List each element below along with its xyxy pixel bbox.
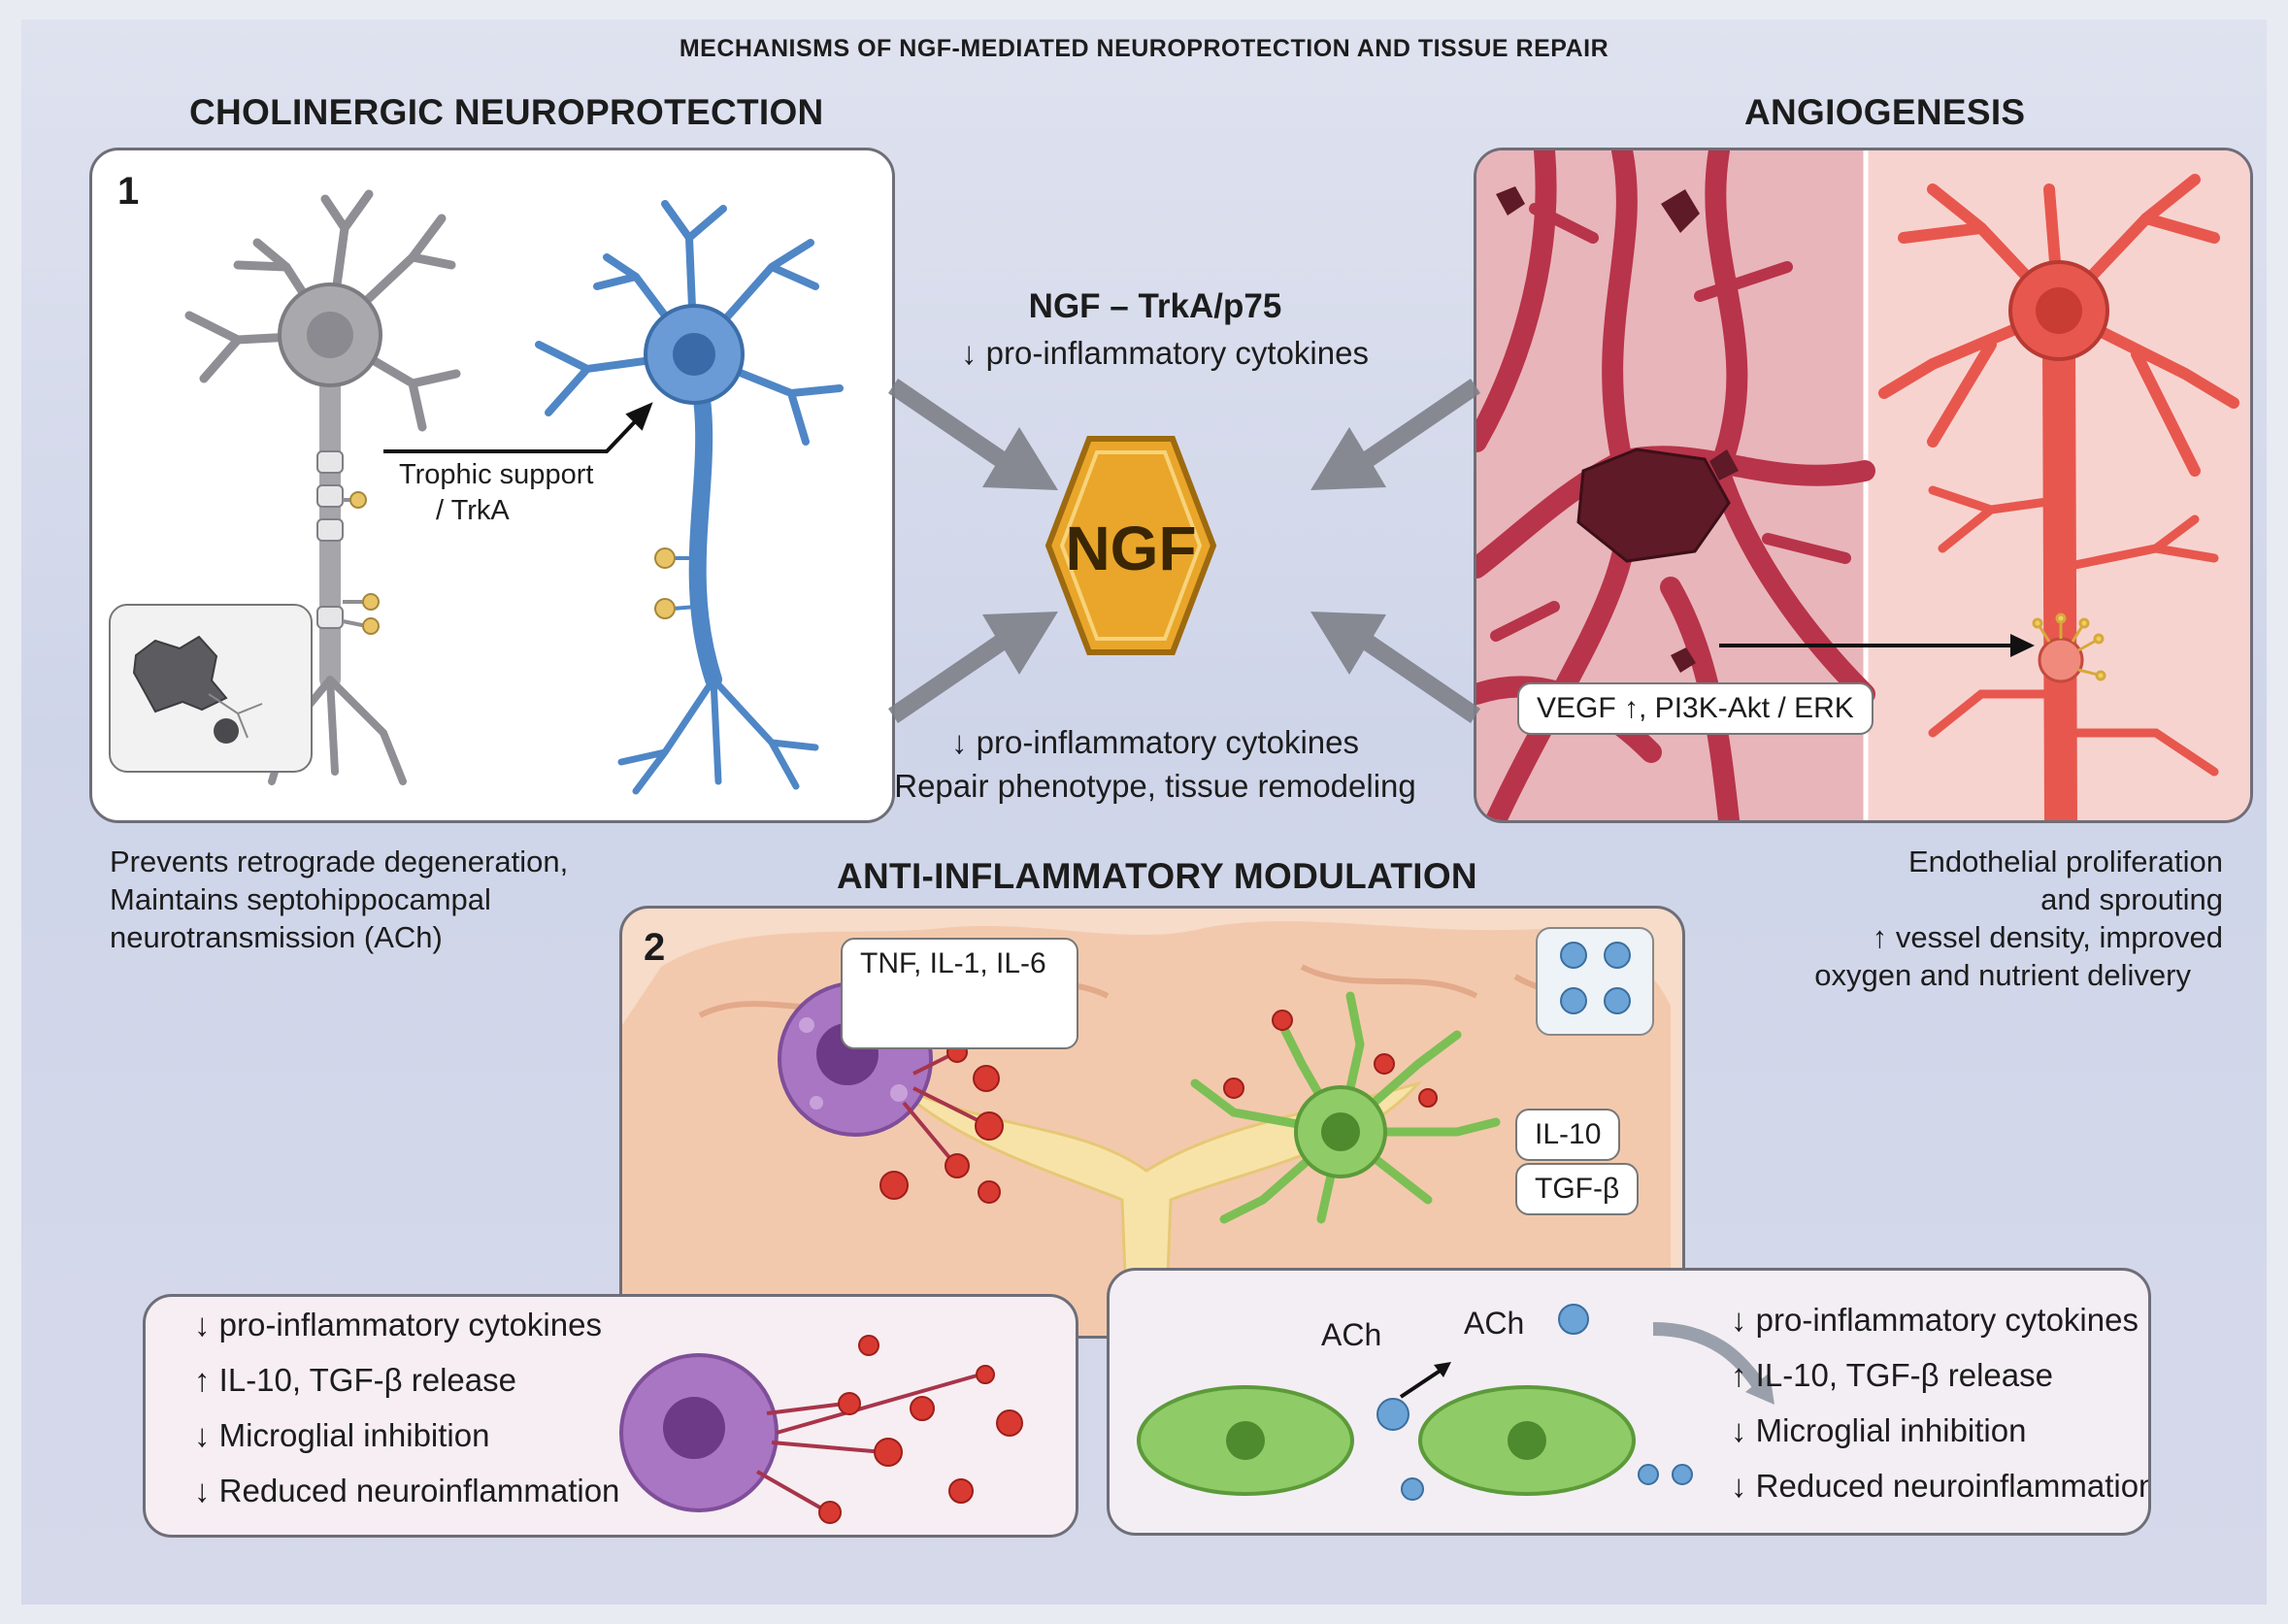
tip-cell-filopodia <box>2032 613 2106 681</box>
ach-label-2: ACh <box>1464 1306 1525 1341</box>
panel1-number: 1 <box>117 170 140 213</box>
page-title: MECHANISMS OF NGF-MEDIATED NEUROPROTECTI… <box>679 35 1609 62</box>
panel1-caption-3: neurotransmission (ACh) <box>110 920 443 954</box>
panel3-caption-2: and sprouting <box>2040 882 2223 916</box>
panel2-heading: ANTI-INFLAMMATORY MODULATION <box>837 856 1477 896</box>
panel2-number: 2 <box>644 926 666 969</box>
cytokine-release <box>902 1052 982 1163</box>
il10-label: IL-10 <box>1515 1109 1621 1161</box>
healthy-vessels <box>1878 174 2239 820</box>
receptor-bubble <box>1536 927 1654 1036</box>
ngf-bottom-line-1: ↓ pro-inflammatory cytokines <box>951 724 1359 760</box>
panel1-caption-2: Maintains septohippocampal <box>110 882 491 916</box>
left-list-item-1: ↓ pro-inflammatory cytokines <box>194 1307 602 1342</box>
astrocyte-processes <box>1190 991 1501 1224</box>
panel3-caption-4: oxygen and nutrient delivery <box>1814 958 2191 992</box>
dead-cell-debris <box>132 635 228 713</box>
ngf-receptor-heading: NGF – TrkA/p75 <box>1028 287 1282 325</box>
left-list-item-4: ↓ Reduced neuroinflammation <box>194 1473 620 1508</box>
panel-anti-inflammatory: 2 <box>619 906 1685 1339</box>
reduced-cytokines <box>818 1335 1023 1524</box>
right-list-item-4: ↓ Reduced neuroinflammation <box>1731 1468 2151 1504</box>
healthy-nucleus <box>673 333 715 376</box>
panel1-caption-1: Prevents retrograde degeneration, <box>110 845 569 878</box>
trophic-label-1: Trophic support <box>399 459 594 490</box>
arrow-from-panel1-top <box>888 379 1058 490</box>
left-list-item-2: ↑ IL-10, TGF-β release <box>194 1362 516 1398</box>
right-list-item-1: ↓ pro-inflammatory cytokines <box>1731 1302 2139 1338</box>
arrow-from-panel3-top <box>1310 379 1480 490</box>
ach-receptor-particles <box>1376 1304 1693 1501</box>
debris-fragment <box>214 718 239 744</box>
release-arrow <box>1652 1322 1766 1391</box>
ach-label-1: ACh <box>1321 1317 1382 1352</box>
trophic-label-2: / TrkA <box>436 495 510 526</box>
astrocyte-effects-art <box>1137 1304 1774 1501</box>
tgfb-label: TGF-β <box>1515 1163 1640 1215</box>
panel3-heading: ANGIOGENESIS <box>1744 92 2026 132</box>
astrocyte-effects-box: ACh ACh ↓ pro-inflammatory cytokines ↑ I… <box>1107 1268 2151 1536</box>
panel-cholinergic: 1 <box>89 148 895 823</box>
endothelial-nucleus <box>2036 287 2082 334</box>
white-matter-tract <box>892 1080 1423 1328</box>
arrow-from-panel1-bottom <box>888 612 1058 723</box>
microglia-effects-art <box>619 1335 1023 1524</box>
right-list-item-3: ↓ Microglial inhibition <box>1731 1412 2027 1448</box>
ngf-hexagon <box>1045 436 1217 655</box>
vessel-damage-lesion <box>1576 447 1731 563</box>
degenerating-nucleus <box>307 312 353 358</box>
arrow-from-panel3-bottom <box>1310 612 1480 723</box>
cytokine-bubble: TNF, IL-1, IL-6 <box>841 938 1078 1049</box>
receptor-particles <box>1560 942 1631 1014</box>
healthy-neuron <box>535 200 844 795</box>
trophic-arrow <box>383 411 646 453</box>
panel3-caption-1: Endothelial proliferation <box>1908 845 2223 878</box>
ngf-top-subtitle: ↓ pro-inflammatory cytokines <box>961 335 1369 371</box>
panel-angiogenesis: 3 <box>1474 148 2253 823</box>
panel1-heading: CHOLINERGIC NEUROPROTECTION <box>189 92 824 132</box>
cytokine-bubble-text: TNF, IL-1, IL-6 <box>860 947 1046 979</box>
right-list-item-2: ↑ IL-10, TGF-β release <box>1731 1357 2053 1393</box>
astrocyte-nucleus <box>1321 1112 1360 1151</box>
ngf-bottom-line-2: Repair phenotype, tissue remodeling <box>894 768 1416 804</box>
ngf-hub-label: NGF <box>1065 514 1197 583</box>
microglia-effects-box: ↓ pro-inflammatory cytokines ↑ IL-10, TG… <box>143 1294 1078 1538</box>
vegf-label: VEGF ↑, PI3K-Akt / ERK <box>1517 682 1874 735</box>
neuron-illustrations <box>109 189 844 795</box>
panel3-caption-3: ↑ vessel density, improved <box>1872 920 2223 954</box>
ach-arrow <box>1399 1366 1446 1399</box>
left-list-item-3: ↓ Microglial inhibition <box>194 1417 490 1453</box>
